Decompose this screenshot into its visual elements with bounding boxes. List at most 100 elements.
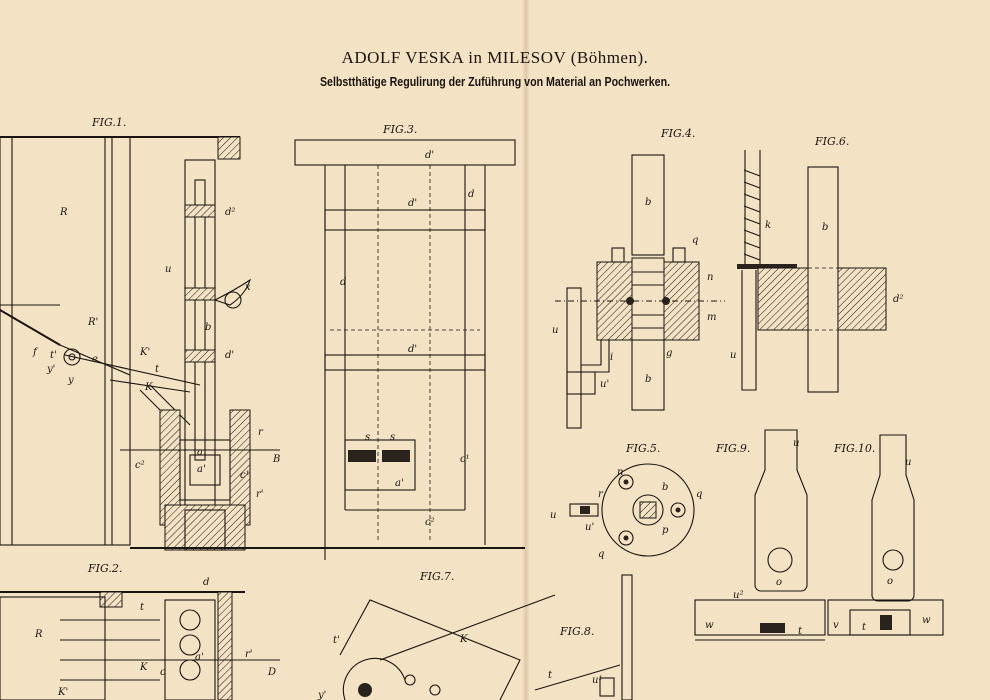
part-letter-label: R: [59, 207, 68, 218]
part-letter-label: K: [144, 382, 153, 393]
part-letter-label: c¹: [240, 470, 250, 481]
fig-label: FIG.6.: [814, 135, 849, 148]
part-letter-label: y': [46, 364, 55, 375]
figure-5: FIG.5. n b q r p u u' q: [550, 442, 702, 560]
part-letter-label: u': [600, 379, 609, 390]
part-letter-label: R': [87, 317, 98, 328]
part-letter-label: t': [50, 350, 57, 361]
part-letter-label: u: [905, 457, 911, 468]
part-letter-label: d: [468, 189, 474, 200]
part-letter-label: c²: [135, 460, 145, 471]
part-letter-label: d': [225, 350, 234, 361]
part-letter-label: d²: [225, 207, 235, 218]
figure-7: FIG.7. t' K y': [317, 570, 556, 700]
fig-label: FIG.4.: [660, 127, 695, 140]
figure-6: FIG.6. k b d² u: [730, 135, 903, 393]
part-letter-label: q: [692, 235, 698, 246]
part-letter-label: b: [662, 482, 668, 493]
fig-label: FIG.9.: [715, 442, 750, 455]
part-letter-label: u: [165, 264, 171, 275]
fig-label: FIG.3.: [382, 123, 417, 136]
figure-8: FIG.8. t u¹: [534, 574, 633, 700]
figure-2: FIG.2. R d t K a' r' D c K': [0, 562, 280, 700]
part-letter-label: q: [696, 489, 702, 500]
part-letter-label: f: [32, 347, 39, 358]
figure-3: FIG.3. d' d d' d d' s s a' c¹ c²: [275, 123, 525, 560]
part-letter-label: a: [197, 447, 203, 458]
fig-label: FIG.1.: [91, 116, 126, 129]
part-letter-label: R: [34, 629, 43, 640]
part-letter-label: d': [425, 150, 434, 161]
patent-holder-title: ADOLF VESKA in MILESOV (Böhmen).: [341, 48, 649, 67]
page-fold: [522, 0, 530, 700]
part-letter-label: t: [155, 364, 160, 375]
part-letter-label: d²: [893, 294, 903, 305]
part-letter-label: B: [272, 454, 280, 465]
part-letter-label: w: [922, 615, 931, 626]
part-letter-label: r: [598, 489, 604, 500]
fig-label: FIG.7.: [419, 570, 454, 583]
part-letter-label: d: [203, 577, 209, 588]
part-letter-label: n: [617, 467, 623, 478]
part-letter-label: y': [317, 690, 326, 700]
part-letter-label: K: [459, 634, 468, 645]
fig-label: FIG.10.: [833, 442, 875, 455]
part-letter-label: c²: [425, 517, 435, 528]
part-letter-label: b: [645, 197, 651, 208]
part-letter-label: u: [793, 438, 799, 449]
part-letter-label: b: [205, 322, 211, 333]
part-letter-label: b: [822, 222, 828, 233]
part-letter-label: d': [408, 344, 417, 355]
part-letter-label: t: [140, 602, 145, 613]
part-letter-label: d: [340, 277, 346, 288]
patent-subtitle: Selbstthätige Regulirung der Zuführung v…: [319, 75, 671, 89]
part-letter-label: s: [365, 432, 370, 443]
part-letter-label: y: [67, 375, 74, 386]
part-letter-label: e: [92, 354, 98, 365]
figure-4: FIG.4. b q n m u i g u' b: [552, 127, 725, 429]
part-letter-label: q: [598, 549, 604, 560]
part-letter-label: t': [333, 635, 340, 646]
part-letter-label: K': [139, 347, 150, 358]
figure-1: FIG.1. R R' f t' y' y: [0, 116, 280, 551]
part-letter-label: t: [798, 626, 803, 637]
part-letter-label: u²: [733, 590, 743, 601]
part-letter-label: x: [245, 282, 251, 293]
part-letter-label: v: [833, 620, 839, 631]
figure-10: FIG.10. u o w t v: [827, 434, 944, 636]
part-letter-label: u¹: [592, 675, 602, 686]
part-letter-label: K': [57, 687, 68, 698]
part-letter-label: u: [552, 325, 558, 336]
part-letter-label: c¹: [460, 454, 470, 465]
part-letter-label: g: [666, 348, 672, 359]
part-letter-label: a': [195, 652, 204, 663]
fig-label: FIG.8.: [559, 625, 594, 638]
part-letter-label: s: [390, 432, 395, 443]
fig-label: FIG.5.: [625, 442, 660, 455]
fig-label: FIG.2.: [87, 562, 122, 575]
figure-9: FIG.9. u o u² w t: [694, 429, 826, 641]
part-letter-label: p: [662, 525, 669, 536]
part-letter-label: r': [256, 489, 264, 500]
part-letter-label: u: [730, 350, 736, 361]
part-letter-label: K: [139, 662, 148, 673]
part-letter-label: a': [395, 478, 404, 489]
part-letter-label: r: [258, 427, 264, 438]
part-letter-label: a': [197, 464, 206, 475]
part-letter-label: o: [887, 576, 893, 587]
part-letter-label: m: [707, 312, 716, 323]
part-letter-label: w: [705, 620, 714, 631]
part-letter-label: t: [548, 670, 553, 681]
part-letter-label: u': [585, 522, 594, 533]
part-letter-label: t: [862, 622, 867, 633]
part-letter-label: r': [245, 649, 253, 660]
part-letter-label: c: [160, 667, 166, 678]
part-letter-label: D: [267, 667, 276, 678]
part-letter-label: o: [776, 577, 782, 588]
part-letter-label: b: [645, 374, 651, 385]
part-letter-label: i: [610, 352, 613, 363]
part-letter-label: k: [765, 220, 771, 231]
part-letter-label: u: [550, 510, 556, 521]
part-letter-label: d': [408, 198, 417, 209]
